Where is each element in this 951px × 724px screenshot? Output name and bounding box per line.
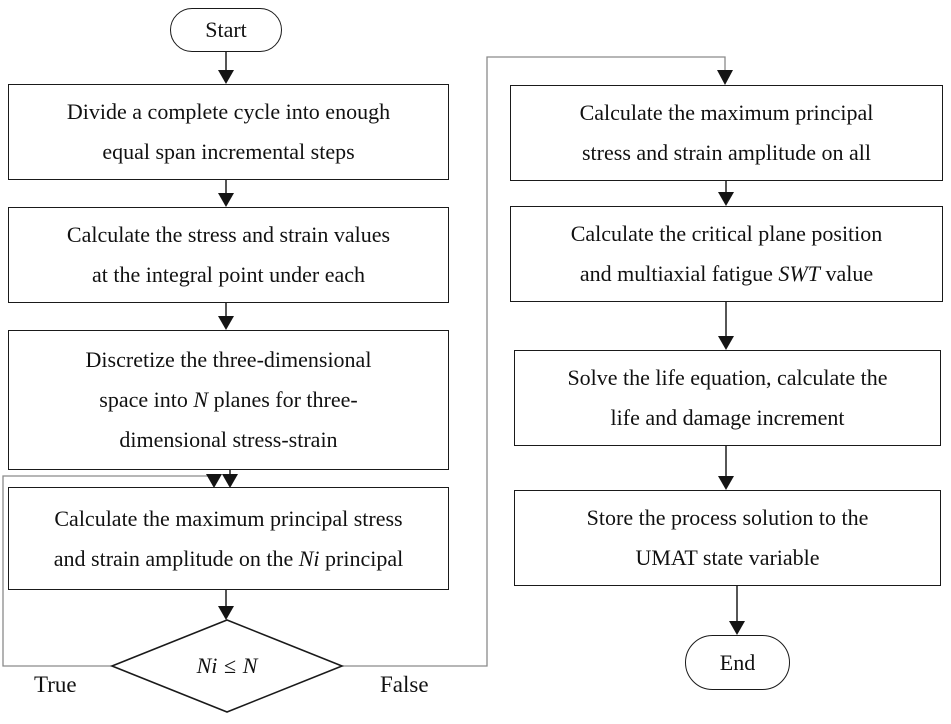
arrowhead [222,474,238,488]
node-calc-max-principal-ni: Calculate the maximum principal stress a… [8,487,449,590]
node-text-line: Store the process solution to the [586,505,869,530]
node-solve-life-equation: Solve the life equation, calculate the l… [514,350,941,446]
arrowhead [218,606,234,620]
node-text-line: stress and strain amplitude on all [582,140,871,165]
variable-ni: Ni [298,545,320,571]
decision-diamond-shape [109,619,345,713]
node-text-line: Start [205,17,247,42]
node-critical-plane-swt: Calculate the critical plane position an… [510,206,943,302]
node-text-line: UMAT state variable [635,545,820,570]
arrowhead [718,192,734,206]
arrowheads [206,70,745,635]
node-text-line: Calculate the critical plane position [570,221,883,246]
arrowhead [729,621,745,635]
node-text-line: dimensional stress-strain [119,427,338,452]
variable-n: N [193,387,209,412]
node-text-line: Calculate the maximum principal stress [54,505,403,531]
arrowhead [206,474,222,488]
node-calc-stress-strain: Calculate the stress and strain values a… [8,207,449,303]
arrowhead [218,193,234,207]
node-text-line: life and damage increment [610,405,845,430]
arrowhead [718,336,734,350]
false-branch-line [342,56,726,667]
arrowhead [218,70,234,84]
arrowhead [218,316,234,330]
arrowhead [718,476,734,490]
decision-rhs: N [242,653,258,678]
label-false: False [380,672,429,697]
variable-swt: SWT [778,261,820,286]
node-discretize-space: Discretize the three-dimensional space i… [8,330,449,470]
label-true: True [34,672,77,697]
node-text-line: equal span incremental steps [102,139,355,164]
node-start: Start [170,8,282,52]
decision-lhs: Ni [196,653,218,678]
node-text-line: Calculate the stress and strain values [66,222,391,247]
node-text-line: at the integral point under each [91,262,366,287]
node-text-line: Calculate the maximum principal [579,100,874,125]
node-text-line: Discretize the three-dimensional [85,347,372,372]
node-text-line: Divide a complete cycle into enough [66,99,391,124]
node-calc-max-principal-all: Calculate the maximum principal stress a… [510,85,943,181]
arrowhead [717,70,733,85]
decision-operator: ≤ [224,653,237,678]
arrow-stems [225,52,738,622]
node-text-line: Solve the life equation, calculate the [567,365,888,390]
node-end: End [685,635,790,690]
node-decision: Ni≤N [112,642,342,690]
node-divide-steps: Divide a complete cycle into enough equa… [8,84,449,180]
node-text-line: End [719,649,756,675]
node-store-umat: Store the process solution to the UMAT s… [514,490,941,586]
